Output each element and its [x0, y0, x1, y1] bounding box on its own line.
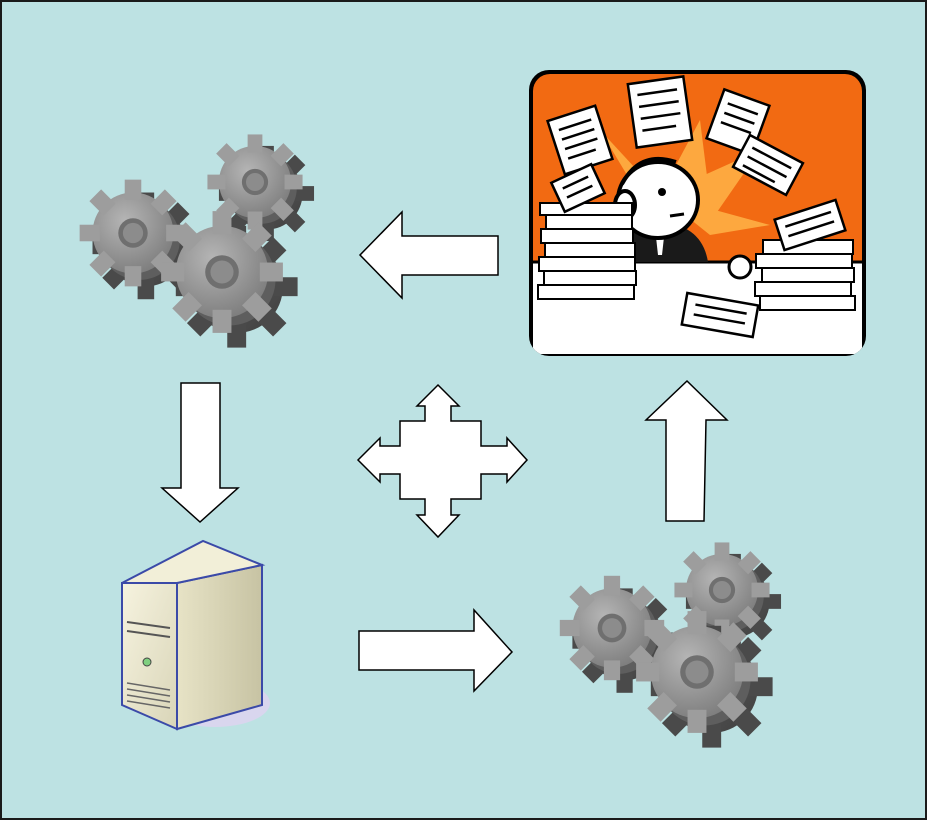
server-tower-icon: [121, 539, 270, 731]
arrow-down-icon: [160, 382, 240, 524]
arrow-left-icon: [358, 210, 499, 300]
arrow-up-icon: [644, 379, 729, 522]
office-worker-paperwork-icon: [529, 70, 866, 356]
arrow-right-icon: [358, 608, 514, 693]
four-way-arrow-icon: [356, 383, 529, 539]
